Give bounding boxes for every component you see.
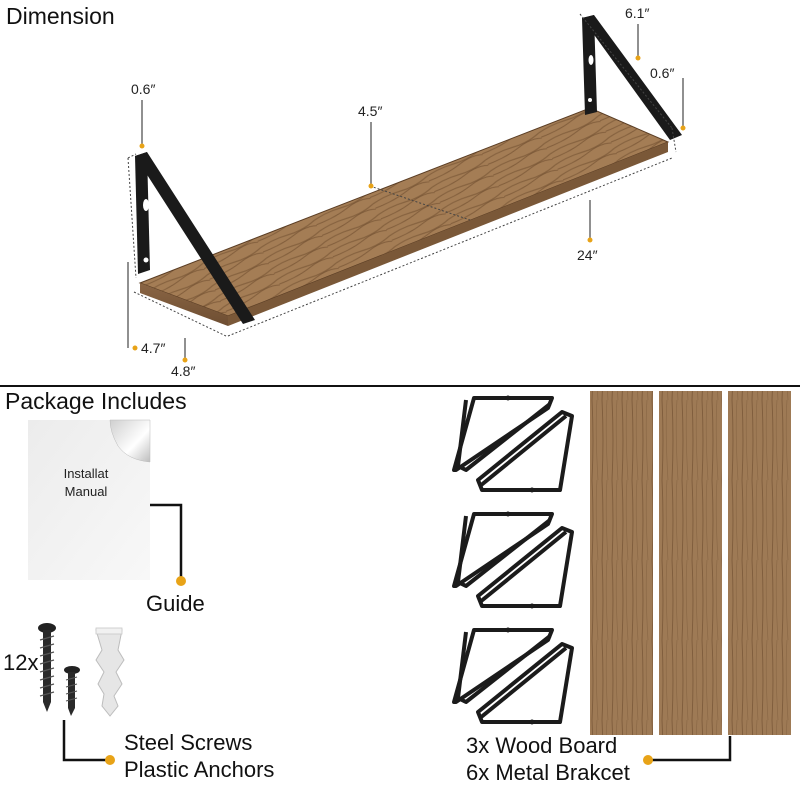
screws-count: 12x bbox=[3, 650, 39, 675]
dim-bracket-thickness-right: 0.6″ bbox=[650, 65, 675, 81]
screws-connector bbox=[62, 720, 108, 762]
wood-board-1 bbox=[590, 391, 653, 735]
wood-board-3 bbox=[728, 391, 791, 735]
package-title: Package Includes bbox=[5, 388, 187, 414]
dim-board-length: 24″ bbox=[577, 247, 598, 263]
wood-boards bbox=[590, 391, 791, 735]
bracket-pair-2 bbox=[452, 512, 574, 608]
bracket-holes bbox=[505, 395, 535, 725]
dim-bracket-width: 6.1″ bbox=[625, 5, 650, 21]
dim-board-depth: 4.5″ bbox=[358, 103, 383, 119]
dim-bracket-thickness-left: 0.6″ bbox=[131, 81, 156, 97]
left-bracket bbox=[135, 152, 255, 324]
dim-bracket-depth: 4.8″ bbox=[171, 363, 196, 379]
manual-cover-text: Installat Manual bbox=[36, 465, 136, 500]
bracket-pair-1 bbox=[452, 396, 574, 492]
manual-line-2: Manual bbox=[64, 483, 108, 499]
boards-connector bbox=[649, 736, 732, 762]
section-divider bbox=[0, 385, 800, 387]
metal-bracket-label: 6x Metal Brakcet bbox=[466, 759, 630, 785]
screws-dot bbox=[105, 755, 115, 765]
screws-anchors-caption: Steel Screws Plastic Anchors bbox=[124, 730, 274, 784]
right-bracket bbox=[582, 15, 682, 140]
leader-lines bbox=[127, 24, 684, 360]
boards-brackets-caption: 3x Wood Board 6x Metal Brakcet bbox=[466, 733, 630, 787]
guide-connector bbox=[150, 503, 183, 580]
steel-screws-label: Steel Screws bbox=[124, 730, 253, 755]
bracket-pair-3 bbox=[452, 628, 574, 724]
manual-line-1: Installat bbox=[63, 466, 109, 481]
wood-board-2 bbox=[659, 391, 722, 735]
wood-board-label: 3x Wood Board bbox=[466, 733, 618, 758]
guide-label: Guide bbox=[146, 591, 205, 616]
screws-and-anchor bbox=[38, 623, 125, 717]
metal-brackets bbox=[452, 396, 574, 724]
dimension-title: Dimension bbox=[6, 3, 115, 29]
boards-dot bbox=[643, 755, 653, 765]
guide-dot bbox=[176, 576, 186, 586]
shelf-dimension-illustration bbox=[127, 13, 686, 363]
dim-bracket-height: 4.7″ bbox=[141, 340, 166, 356]
accent-dots bbox=[132, 55, 686, 363]
plastic-anchors-label: Plastic Anchors bbox=[124, 756, 275, 782]
shelf-board bbox=[138, 107, 670, 326]
dimension-outlines bbox=[127, 13, 677, 337]
